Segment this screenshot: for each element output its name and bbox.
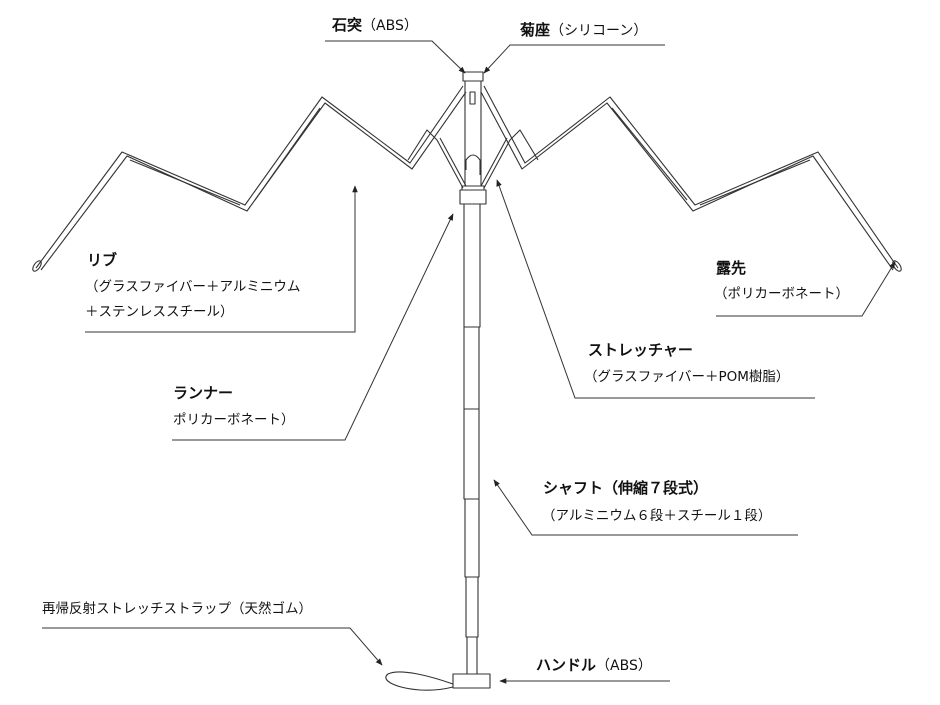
- runner-label: ランナー: [173, 384, 234, 402]
- rib-label: リブ: [87, 251, 118, 269]
- rib-left: [32, 85, 467, 272]
- handle-label: ハンドル（ABS）: [536, 656, 652, 674]
- handle: [452, 673, 491, 689]
- shaft: [463, 203, 481, 675]
- stretchers: [407, 129, 539, 189]
- runner-material: ポリカーボネート）: [173, 412, 295, 428]
- tip-cap: [462, 71, 484, 82]
- rib-tip-material: （ポリカーボネート）: [714, 286, 849, 302]
- rib-material-1: （グラスファイバー＋アルミニウム: [85, 279, 301, 295]
- strap: [385, 671, 454, 691]
- stretcher-material: （グラスファイバー＋POM樹脂）: [584, 369, 790, 385]
- top-notch-label: 菊座（シリコーン）: [520, 21, 648, 39]
- rib-right: [480, 85, 902, 272]
- stretcher-label: ストレッチャー: [588, 341, 693, 359]
- top-notch: [464, 80, 482, 187]
- strap-label: 再帰反射ストレッチストラップ（天然ゴム）: [42, 601, 312, 617]
- runner: [459, 189, 487, 205]
- tip-label: 石突（ABS）: [332, 16, 418, 34]
- rib-material-2: ＋ステンレススチール）: [85, 304, 234, 320]
- shaft-label: シャフト（伸縮７段式）: [543, 479, 709, 497]
- rib-tip-label: 露先: [716, 259, 747, 277]
- shaft-material: （アルミニウム６段＋スチール１段）: [542, 508, 772, 524]
